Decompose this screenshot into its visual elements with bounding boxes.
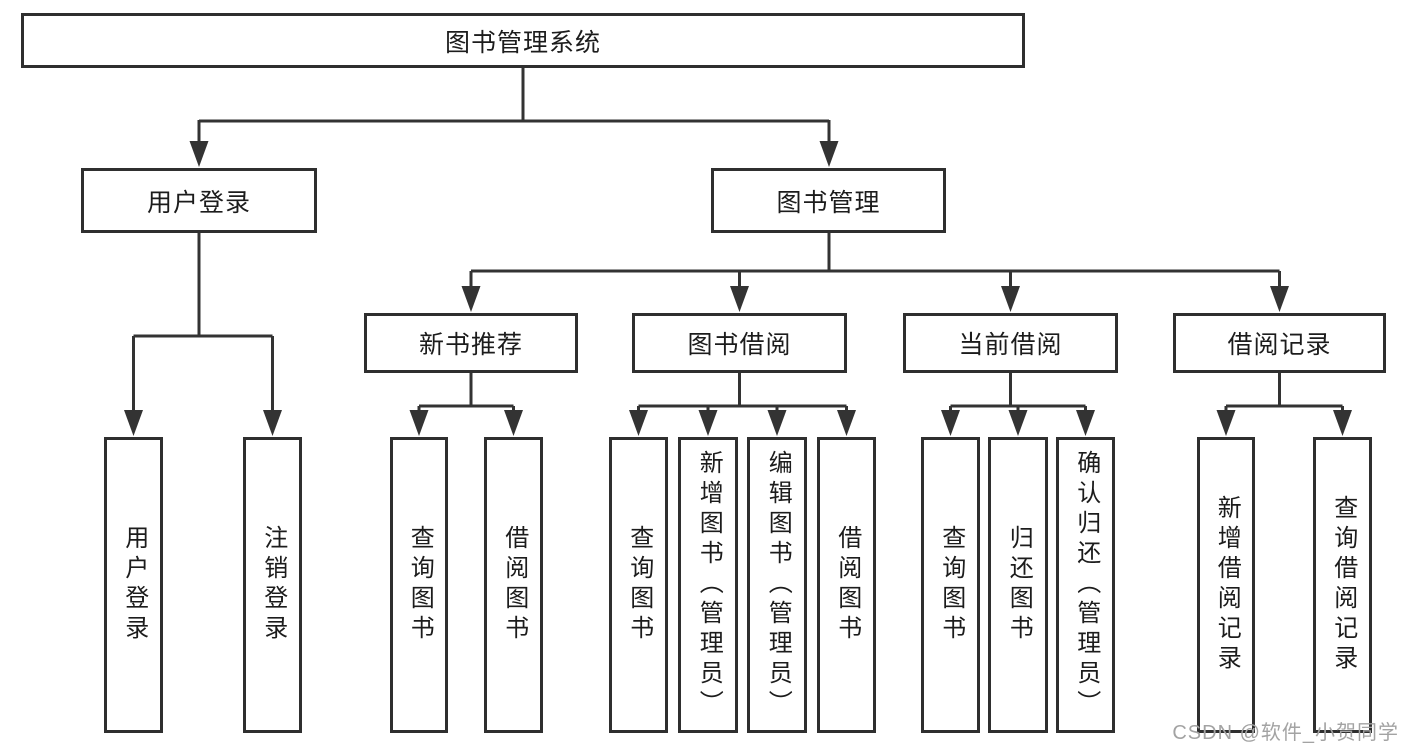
csdn-watermark: CSDN @软件_小贺同学 bbox=[1172, 722, 1399, 744]
node-book-management: 图书管理 bbox=[711, 168, 946, 233]
arrowhead bbox=[837, 410, 856, 436]
leaf-current-query-books: 查询图书 bbox=[921, 437, 980, 733]
leaf-current-return-books-label: 归还图书 bbox=[1005, 525, 1033, 645]
arrowhead bbox=[461, 286, 481, 312]
arrowhead bbox=[409, 410, 429, 436]
edge-book-mgmt bbox=[469, 233, 1281, 288]
leaf-borrow-query-books: 查询图书 bbox=[609, 437, 668, 733]
leaf-current-query-books-label: 查询图书 bbox=[937, 525, 965, 645]
node-new-book-recommend: 新书推荐 bbox=[364, 313, 578, 373]
leaf-current-return-books: 归还图书 bbox=[988, 437, 1048, 733]
leaf-records-add-record-label: 新增借阅记录 bbox=[1213, 495, 1241, 675]
connector-paths bbox=[132, 68, 1344, 412]
node-borrow-records: 借阅记录 bbox=[1173, 313, 1386, 373]
leaf-borrow-borrow-books-label: 借阅图书 bbox=[833, 525, 861, 645]
node-new-book-recommend-label: 新书推荐 bbox=[418, 331, 523, 359]
node-book-borrow-label: 图书借阅 bbox=[687, 331, 792, 359]
arrowhead bbox=[629, 410, 648, 436]
leaf-current-confirm-return-admin-label: 确认归还（管理员） bbox=[1072, 450, 1100, 720]
arrowhead bbox=[1001, 286, 1020, 312]
leaf-borrow-borrow-books: 借阅图书 bbox=[817, 437, 876, 733]
leaf-records-query-record: 查询借阅记录 bbox=[1313, 437, 1372, 733]
leaf-logout: 注销登录 bbox=[243, 437, 302, 733]
leaf-newbook-query-books: 查询图书 bbox=[390, 437, 448, 733]
leaf-borrow-query-books-label: 查询图书 bbox=[625, 525, 653, 645]
arrowhead bbox=[1076, 410, 1095, 436]
arrowhead bbox=[189, 141, 209, 167]
edge-new-book bbox=[417, 373, 515, 412]
arrowheads bbox=[124, 141, 1352, 436]
edge-user-login bbox=[132, 233, 274, 411]
arrowhead bbox=[730, 286, 749, 312]
leaf-records-query-record-label: 查询借阅记录 bbox=[1329, 495, 1357, 675]
node-library-system: 图书管理系统 bbox=[21, 13, 1025, 68]
edge-root bbox=[197, 68, 831, 143]
leaf-user-login-label: 用户登录 bbox=[120, 525, 148, 645]
node-book-borrow: 图书借阅 bbox=[632, 313, 847, 373]
leaf-borrow-edit-books-admin: 编辑图书（管理员） bbox=[747, 437, 807, 733]
node-user-login: 用户登录 bbox=[81, 168, 317, 233]
leaf-newbook-borrow-books: 借阅图书 bbox=[484, 437, 543, 733]
edge-current-borrow bbox=[949, 373, 1087, 412]
node-borrow-records-label: 借阅记录 bbox=[1227, 331, 1332, 359]
arrowhead bbox=[263, 410, 282, 436]
leaf-records-add-record: 新增借阅记录 bbox=[1197, 437, 1255, 733]
edge-borrow-records bbox=[1224, 373, 1344, 412]
leaf-logout-label: 注销登录 bbox=[259, 525, 287, 645]
leaf-borrow-edit-books-admin-label: 编辑图书（管理员） bbox=[764, 450, 792, 720]
node-current-borrow-label: 当前借阅 bbox=[958, 331, 1063, 359]
arrowhead bbox=[1216, 410, 1236, 436]
leaf-user-login: 用户登录 bbox=[104, 437, 163, 733]
node-user-login-label: 用户登录 bbox=[146, 188, 251, 217]
node-current-borrow: 当前借阅 bbox=[903, 313, 1118, 373]
arrowhead bbox=[767, 410, 787, 436]
arrowhead bbox=[1270, 286, 1289, 312]
node-library-system-label: 图书管理系统 bbox=[444, 28, 601, 57]
arrowhead bbox=[941, 410, 960, 436]
arrowhead bbox=[504, 410, 523, 436]
edge-book-borrow bbox=[637, 373, 848, 412]
leaf-borrow-add-books-admin: 新增图书（管理员） bbox=[678, 437, 738, 733]
arrowhead bbox=[698, 410, 718, 436]
node-book-management-label: 图书管理 bbox=[776, 188, 881, 217]
leaf-current-confirm-return-admin: 确认归还（管理员） bbox=[1056, 437, 1115, 733]
leaf-newbook-borrow-books-label: 借阅图书 bbox=[500, 525, 528, 645]
leaf-borrow-add-books-admin-label: 新增图书（管理员） bbox=[695, 450, 723, 720]
arrowhead bbox=[124, 410, 143, 436]
arrowhead bbox=[1333, 410, 1352, 436]
leaf-newbook-query-books-label: 查询图书 bbox=[406, 525, 434, 645]
arrowhead bbox=[819, 141, 839, 167]
arrowhead bbox=[1008, 410, 1028, 436]
